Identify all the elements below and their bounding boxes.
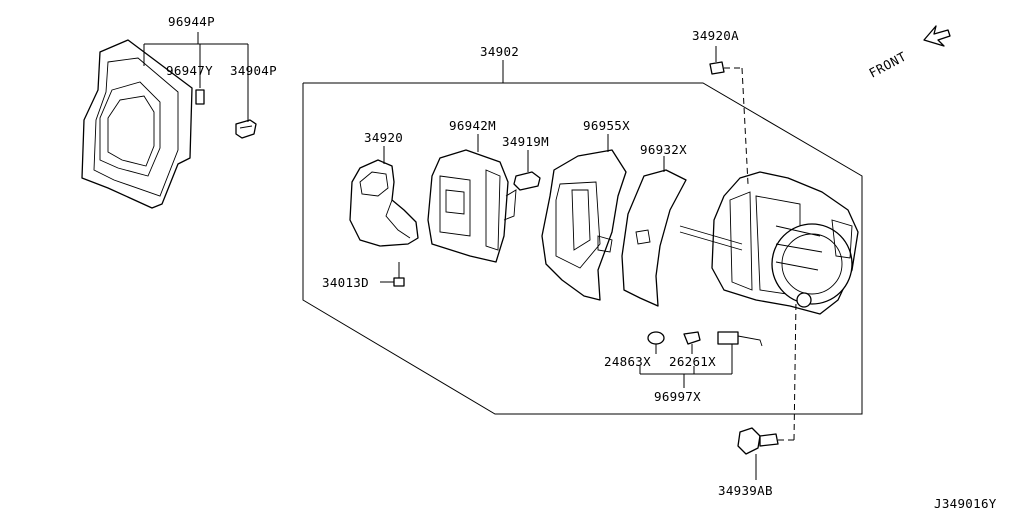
label-96944P: 96944P bbox=[168, 14, 215, 29]
label-96942M: 96942M bbox=[449, 118, 496, 133]
label-24863X: 24863X bbox=[604, 354, 651, 369]
label-34919M: 34919M bbox=[502, 134, 549, 149]
label-34013D: 34013D bbox=[322, 275, 369, 290]
bulb-26261X bbox=[683, 331, 701, 354]
label-34939AB: 34939AB bbox=[718, 483, 773, 498]
label-96955X: 96955X bbox=[583, 118, 630, 133]
slide-cover-96932X bbox=[621, 169, 687, 307]
label-26261X: 26261X bbox=[669, 354, 716, 369]
label-96932X: 96932X bbox=[640, 142, 687, 157]
cover-96955X bbox=[541, 149, 627, 301]
diagram-code: J349016Y bbox=[934, 496, 997, 511]
indicator-96942M bbox=[427, 149, 517, 263]
label-34920: 34920 bbox=[364, 130, 403, 145]
screw-34013D bbox=[380, 262, 405, 287]
knob-34920 bbox=[349, 159, 419, 247]
bulb-34919M bbox=[513, 150, 541, 191]
screw-34920A bbox=[709, 46, 749, 185]
assembly-frame bbox=[302, 82, 863, 415]
grommet-24863X bbox=[647, 331, 665, 354]
shift-device-body bbox=[711, 171, 859, 315]
shift-rod bbox=[679, 225, 743, 251]
clip-34904P bbox=[235, 119, 257, 139]
harness-96997X-part bbox=[717, 331, 763, 374]
leader-96944P bbox=[143, 32, 249, 122]
label-34902: 34902 bbox=[480, 44, 519, 59]
label-34904P: 34904P bbox=[230, 63, 277, 78]
bolt-34939AB bbox=[737, 299, 797, 480]
label-96947Y: 96947Y bbox=[166, 63, 213, 78]
leader-96997X bbox=[639, 366, 732, 388]
label-96997X: 96997X bbox=[654, 389, 701, 404]
finisher-96944P bbox=[81, 39, 193, 209]
label-34920A: 34920A bbox=[692, 28, 739, 43]
front-arrow-icon bbox=[923, 25, 951, 47]
clip-96947Y bbox=[195, 89, 205, 105]
label-front: FRONT bbox=[866, 49, 908, 81]
